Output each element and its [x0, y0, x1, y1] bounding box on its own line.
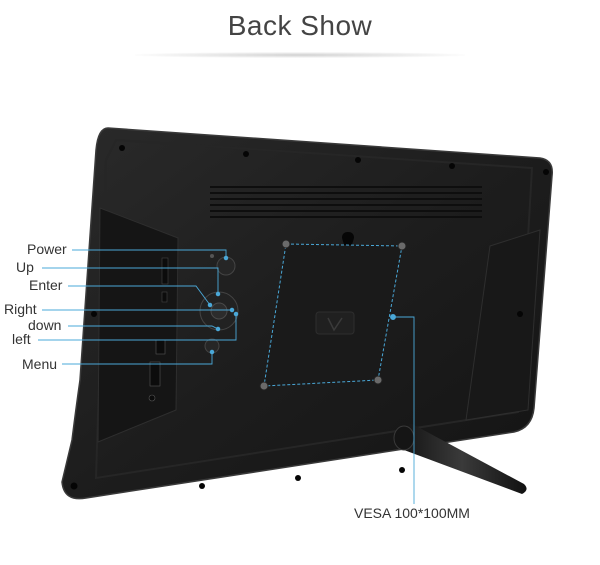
callout-left: left [12, 331, 31, 347]
callout-down: down [28, 317, 62, 333]
callout-right: Right [4, 301, 37, 317]
callout-menu: Menu [22, 356, 58, 372]
title-divider [135, 52, 465, 58]
control-buttons [199, 254, 239, 354]
ventilation-grille [210, 186, 482, 218]
stand-antenna [393, 424, 527, 494]
callout-enter: Enter [29, 277, 63, 293]
page-title: Back Show [227, 10, 373, 41]
callout-vesa: VESA 100*100MM [354, 505, 470, 521]
callout-power: Power [27, 241, 67, 257]
right-side-panel [465, 229, 541, 421]
callout-lines [38, 249, 415, 504]
callout-up: Up [16, 259, 34, 275]
left-side-panel [97, 207, 179, 443]
enter-button [210, 302, 228, 320]
screw-holes [70, 145, 549, 490]
